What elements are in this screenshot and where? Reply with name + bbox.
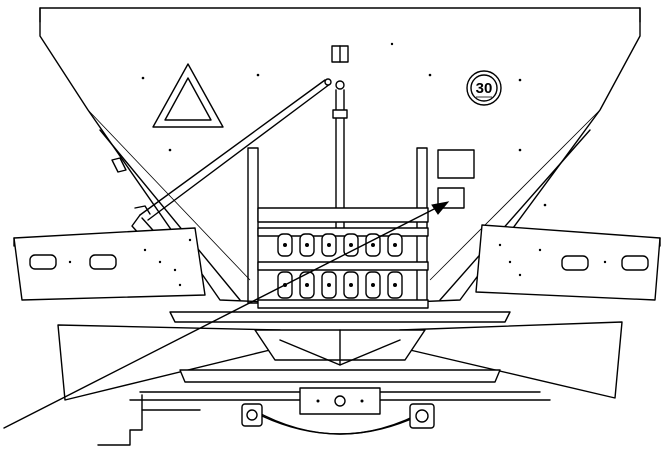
- spreader-guard: [57, 311, 623, 401]
- top-label-plate: [331, 45, 349, 63]
- level-indicator-rod: [332, 80, 348, 231]
- slow-moving-vehicle-sign-icon: [152, 63, 224, 128]
- right-deflector-panel: [475, 224, 661, 301]
- crank-handle: [97, 394, 201, 446]
- warning-label-large: [437, 149, 475, 179]
- flow-gates: [277, 233, 403, 299]
- left-deflector-panel: [13, 227, 206, 301]
- pointer-arrow: [3, 201, 450, 429]
- speed-limit-badge: 30: [466, 70, 502, 106]
- center-frame: [247, 147, 475, 309]
- spinner-disc-assembly: [241, 387, 435, 435]
- speed-limit-text: 30: [476, 80, 493, 97]
